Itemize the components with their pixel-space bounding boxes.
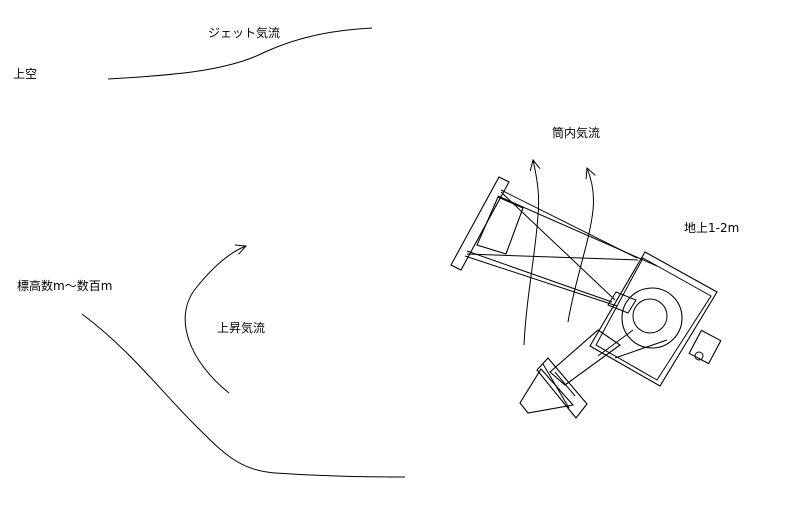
jet-stream-curve — [107, 27, 373, 80]
telescope-eyepiece-mount — [519, 368, 575, 414]
label-upper-air: 上空 — [13, 67, 38, 81]
focuser-block — [607, 291, 637, 314]
label-elevation: 標高数m～数百m — [17, 279, 113, 293]
terrain-slope-curve — [81, 313, 406, 478]
truss-rod-2 — [497, 195, 658, 267]
updraft-arrow — [184, 246, 246, 394]
label-jet-stream: ジェット気流 — [208, 26, 281, 40]
mount-edge-2 — [554, 371, 576, 397]
altitude-bearing-outer — [621, 287, 683, 349]
altitude-bearing-inner — [632, 298, 668, 334]
tube-current-arrow-left — [523, 160, 539, 346]
motor-knob — [694, 351, 704, 361]
bearing-arm-2 — [614, 339, 668, 359]
mount-edge — [542, 363, 570, 409]
telescope-top-ring — [450, 176, 510, 271]
bearing-arm-1 — [597, 329, 634, 357]
label-ground: 地上1-2m — [684, 221, 740, 235]
truss-rod-4 — [464, 255, 618, 307]
label-updraft: 上昇気流 — [217, 321, 266, 335]
telescope-mirror-box-inner — [595, 257, 712, 381]
telescope-mirror-box — [589, 251, 718, 387]
truss-rod-1 — [500, 189, 638, 259]
tube-current-arrow-right — [567, 168, 594, 323]
motor-box — [688, 329, 722, 365]
telescope-base-front — [536, 357, 588, 419]
label-tube-current: 筒内気流 — [552, 126, 601, 140]
telescope-base — [549, 329, 621, 386]
truss-rod-3 — [466, 250, 613, 303]
truss-rod-cross-1 — [500, 191, 616, 301]
telescope — [450, 176, 722, 419]
truss-rod-cross-2 — [466, 253, 639, 261]
